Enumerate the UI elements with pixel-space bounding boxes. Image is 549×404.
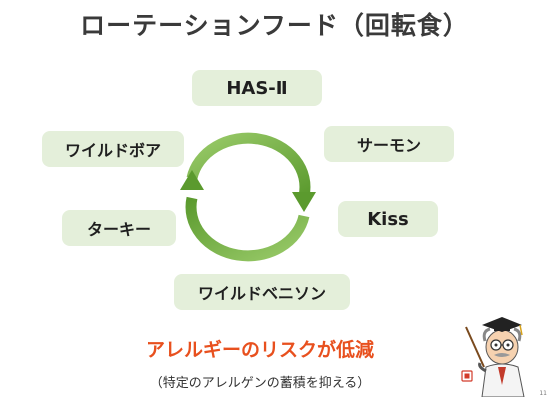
slide-title: ローテーションフード（回転食）	[80, 11, 469, 40]
food-item-kiss: Kiss	[338, 201, 438, 237]
circular-arrows-icon	[180, 132, 316, 262]
cycle-arrowhead-left	[180, 170, 204, 190]
benefit-note: （特定のアレルゲンの蓄積を抑える）	[149, 376, 371, 391]
cycle-arc-lower	[185, 196, 310, 262]
food-item-turkey: ターキー	[62, 210, 176, 246]
food-item-wild-boar: ワイルドボア	[42, 131, 184, 167]
food-item-has2: HAS-Ⅱ	[192, 70, 322, 106]
page-number: 11	[539, 390, 547, 397]
benefit-text: アレルギーのリスクが低減	[145, 339, 374, 361]
professor-mascot-icon	[461, 317, 525, 397]
food-item-wild-venison: ワイルドベニソン	[174, 274, 350, 310]
cycle-arc-upper	[186, 132, 311, 198]
cycle-arrowhead-right	[292, 192, 316, 212]
food-item-salmon: サーモン	[324, 126, 454, 162]
